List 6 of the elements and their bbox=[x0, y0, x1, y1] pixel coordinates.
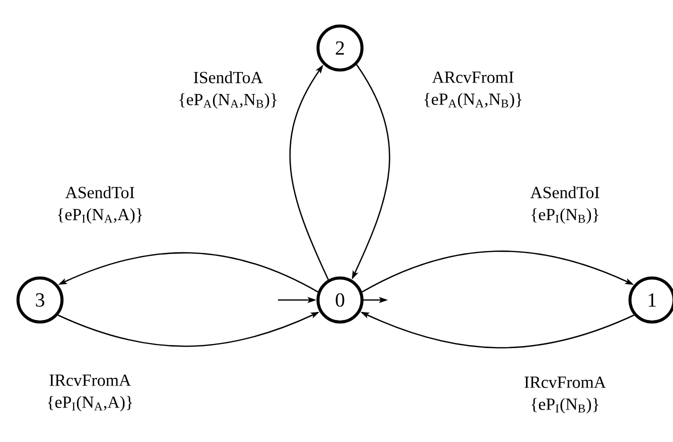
edge-label: IRcvFromA {eP$_{I}$(N$_{A}$,A)} bbox=[48, 374, 132, 412]
edge-label: ASendToI {eP$_{I}$(N$_{B}$)} bbox=[530, 186, 600, 224]
edge-label: ARcvFromI {eP$_{A}$(N$_{A}$,N$_{B}$)} bbox=[424, 72, 522, 108]
edge-label: ASendToI {eP$_{I}$(N$_{A}$,A)} bbox=[58, 186, 142, 224]
edge-label: ISendToA {eP$_{A}$(N$_{A}$,N$_{B}$)} bbox=[180, 71, 276, 109]
edge-label: IRcvFromA {eP$_{I}$(N$_{B}$)} bbox=[524, 376, 606, 414]
